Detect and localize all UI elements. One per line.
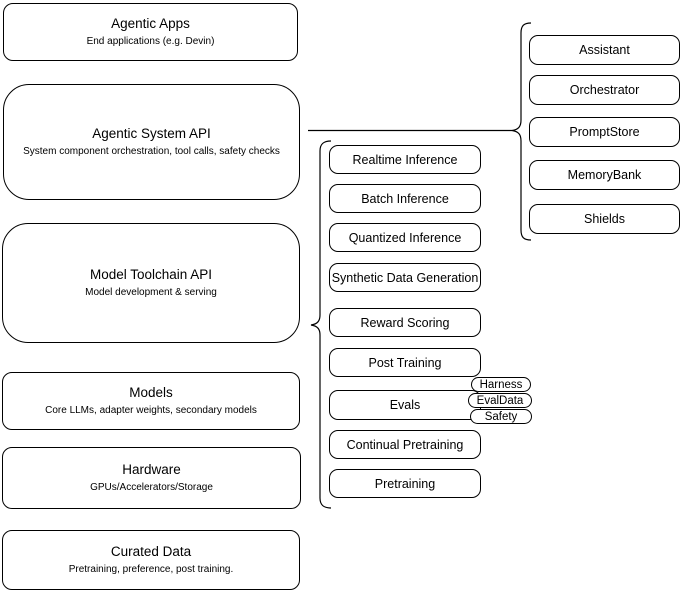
node-subtitle: End applications (e.g. Devin) [86,36,215,47]
node-agentic-apps: Agentic Apps End applications (e.g. Devi… [3,3,298,61]
node-title: Curated Data [110,544,192,559]
node-title: Agentic System API [92,126,211,141]
node-memorybank: MemoryBank [529,160,680,190]
node-assistant: Assistant [529,35,680,65]
node-pretraining: Pretraining [329,469,481,498]
node-subtitle: System component orchestration, tool cal… [23,146,280,157]
node-subtitle: GPUs/Accelerators/Storage [90,482,213,493]
evals-badge-safety: Safety [470,409,532,424]
node-subtitle: Model development & serving [85,287,217,298]
node-promptstore: PromptStore [529,117,680,147]
node-subtitle: Core LLMs, adapter weights, secondary mo… [45,405,257,416]
node-continual-pretraining: Continual Pretraining [329,430,481,459]
node-evals: Evals [329,390,481,420]
node-title: Models [129,385,173,400]
node-curated-data: Curated Data Pretraining, preference, po… [2,530,300,590]
node-model-toolchain-api: Model Toolchain API Model development & … [2,223,300,343]
node-reward-scoring: Reward Scoring [329,308,481,337]
evals-badge-evaldata: EvalData [468,393,532,408]
node-models: Models Core LLMs, adapter weights, secon… [2,372,300,430]
node-subtitle: Pretraining, preference, post training. [68,564,234,575]
node-hardware: Hardware GPUs/Accelerators/Storage [2,447,301,509]
node-batch-inference: Batch Inference [329,184,481,213]
node-shields: Shields [529,204,680,234]
node-realtime-inference: Realtime Inference [329,145,481,174]
node-agentic-system-api: Agentic System API System component orch… [3,84,300,200]
node-title: Hardware [122,462,181,477]
evals-badge-harness: Harness [471,377,531,392]
node-title: Model Toolchain API [89,267,213,282]
node-post-training: Post Training [329,348,481,377]
toolchain-group-brace [310,140,332,509]
node-orchestrator: Orchestrator [529,75,680,105]
node-synthetic-data-generation: Synthetic Data Generation [329,263,481,292]
node-title: Agentic Apps [111,16,190,31]
node-quantized-inference: Quantized Inference [329,223,481,252]
